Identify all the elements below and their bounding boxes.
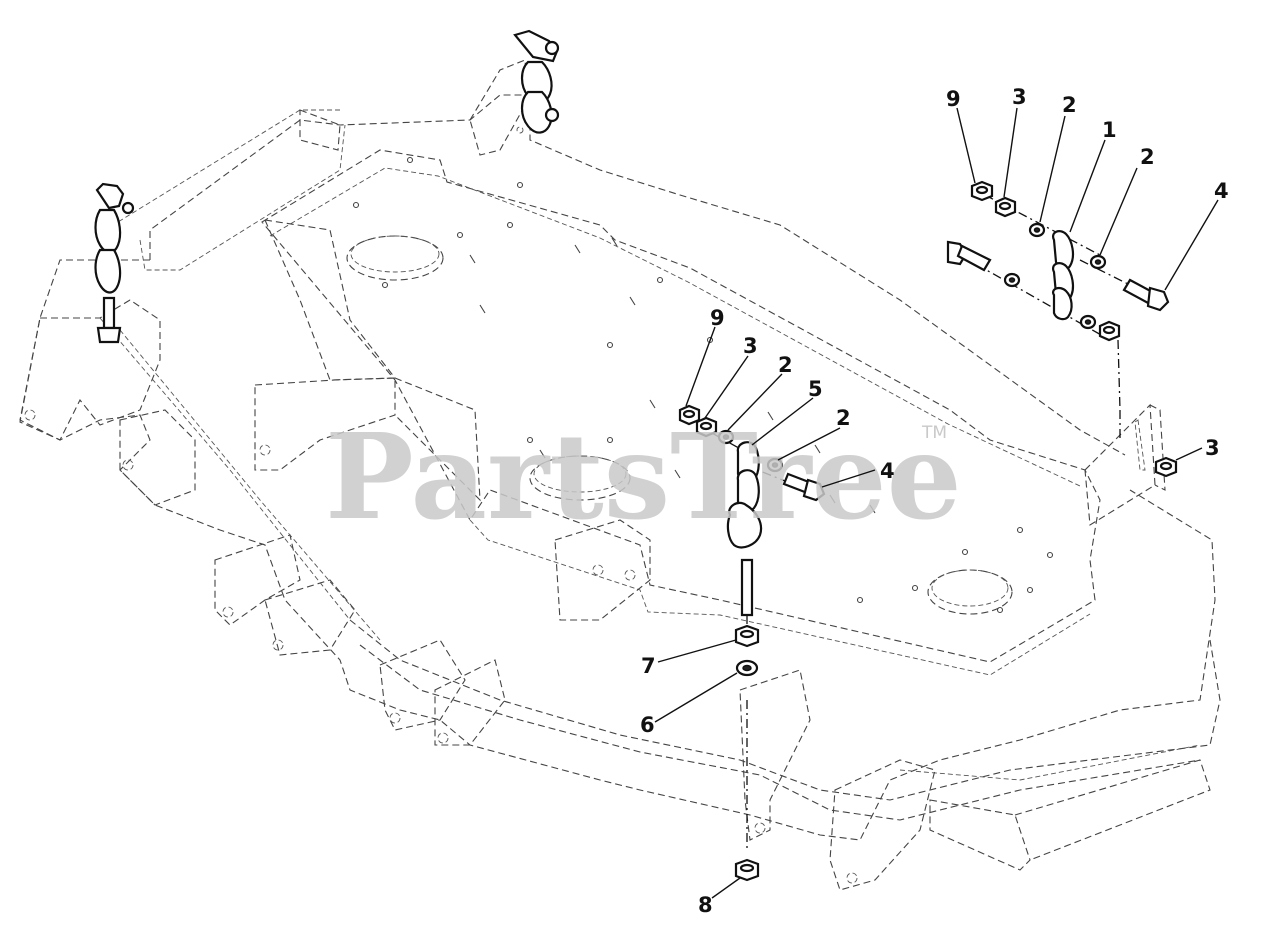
callout-3-right: 3 <box>1205 436 1220 460</box>
mower-deck-housing <box>19 94 1221 871</box>
callout-4-center: 4 <box>880 459 895 483</box>
hex-bolt-icon <box>1122 278 1170 312</box>
callout-2-upper-left: 2 <box>1062 93 1077 117</box>
chain-link-icon <box>726 441 763 617</box>
watermark: PartsTree TM <box>325 407 962 546</box>
callout-8: 8 <box>698 893 713 917</box>
callout-labels: 9 3 2 1 2 4 9 3 2 5 2 4 3 7 6 8 <box>640 85 1229 917</box>
flange-nut-icon <box>994 196 1017 218</box>
callout-1-upper: 1 <box>1102 118 1117 142</box>
exploded-hardware-upper <box>946 180 1178 478</box>
rear-chain-assembly-right <box>513 29 560 134</box>
callout-leaders <box>654 107 1219 899</box>
callout-2-center-right: 2 <box>836 406 851 430</box>
callout-3-upper: 3 <box>1012 85 1027 109</box>
callout-4-upper: 4 <box>1214 179 1229 203</box>
callout-2-upper-right: 2 <box>1140 145 1155 169</box>
callout-9-upper: 9 <box>946 87 961 111</box>
callout-3-center: 3 <box>743 334 758 358</box>
deck-plate-holes <box>346 156 1054 615</box>
callout-2-center-left: 2 <box>778 353 793 377</box>
exploded-hardware-center <box>678 404 826 882</box>
callout-5-center: 5 <box>808 377 823 401</box>
watermark-trademark: TM <box>921 423 947 443</box>
callout-6: 6 <box>640 713 655 737</box>
hex-bolt-icon <box>782 472 826 502</box>
lock-nut-icon <box>970 180 994 202</box>
hex-bolt-icon <box>946 240 992 272</box>
callout-7: 7 <box>641 654 656 678</box>
callout-9-center: 9 <box>710 306 725 330</box>
rear-chain-assembly-left <box>94 182 135 344</box>
chain-link-icon <box>1052 230 1075 321</box>
watermark-text: PartsTree <box>325 407 962 546</box>
